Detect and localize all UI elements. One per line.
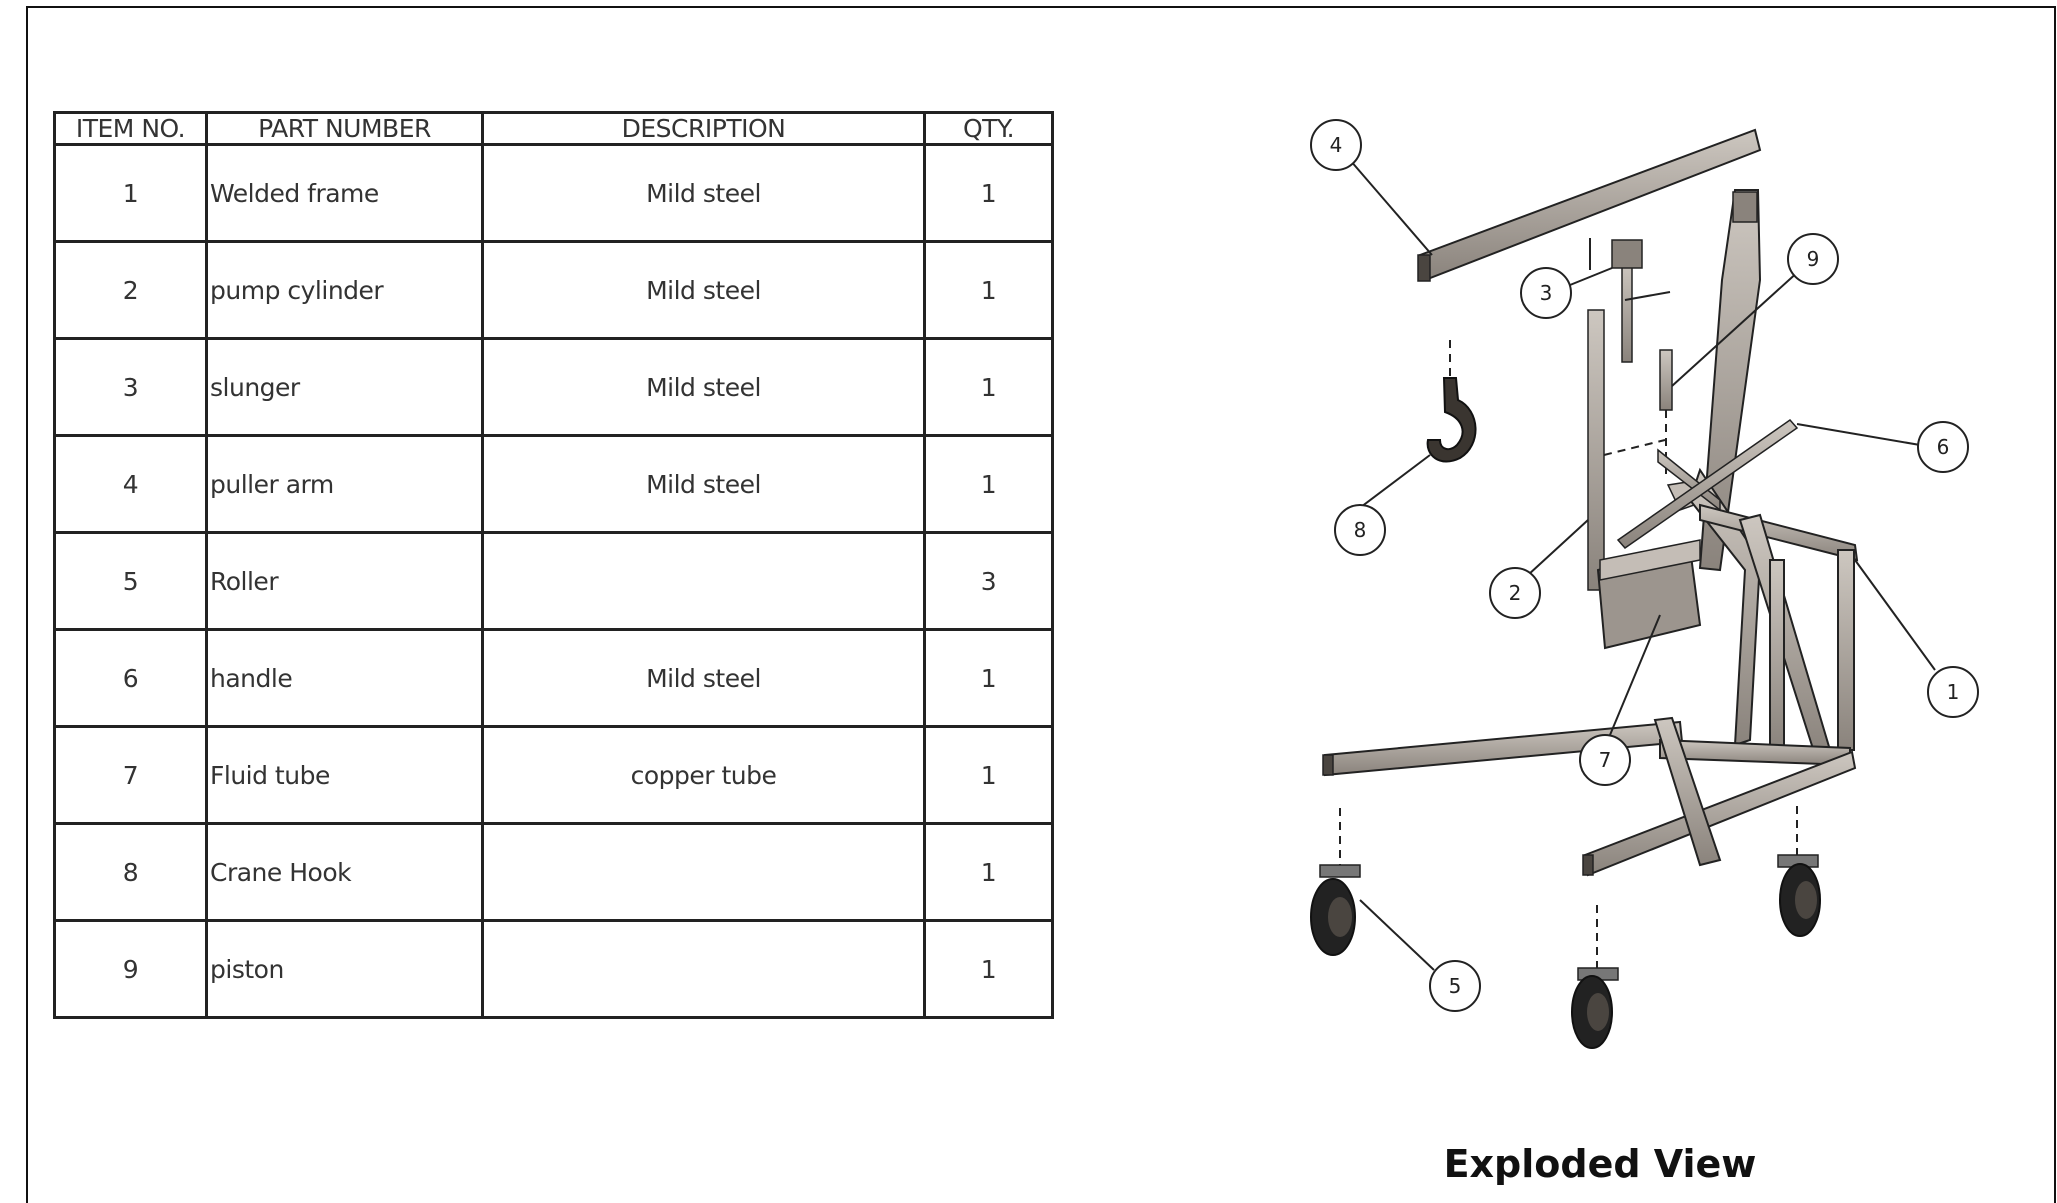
header-item-no: ITEM NO.: [53, 111, 208, 146]
qty-cell: 1: [923, 240, 1054, 340]
pump-cylinder-part: [1587, 309, 1666, 591]
item-no-cell: 5: [53, 531, 208, 631]
item-no-cell: 9: [53, 919, 208, 1019]
part-number-cell: Welded frame: [205, 143, 484, 243]
part-number-cell: pump cylinder: [205, 240, 484, 340]
item-no-cell: 4: [53, 434, 208, 534]
item-no-cell: 7: [53, 725, 208, 825]
balloon-4: 4: [1310, 119, 1362, 171]
table-header-row: ITEM NO. PART NUMBER DESCRIPTION QTY.: [53, 111, 1054, 146]
view-title: Exploded View: [1443, 1142, 1757, 1186]
roller-wheel: [1777, 806, 1821, 937]
item-no-cell: 2: [53, 240, 208, 340]
qty-cell: 1: [923, 143, 1054, 243]
part-number-cell: Fluid tube: [205, 725, 484, 825]
balloon-label: 1: [1947, 680, 1960, 704]
header-part-number: PART NUMBER: [205, 111, 484, 146]
welded-frame-part: [1322, 189, 1859, 877]
qty-cell: 1: [923, 919, 1054, 1019]
drawing-sheet-border: [26, 6, 2056, 1203]
puller-arm-part: [1417, 128, 1762, 282]
balloon-label: 4: [1330, 133, 1343, 157]
balloon-label: 6: [1937, 435, 1950, 459]
qty-cell: 1: [923, 628, 1054, 728]
description-cell: copper tube: [481, 725, 926, 825]
description-cell: Mild steel: [481, 240, 926, 340]
balloon-label: 7: [1599, 748, 1612, 772]
balloon-label: 5: [1449, 974, 1462, 998]
qty-cell: 1: [923, 337, 1054, 437]
part-number-cell: puller arm: [205, 434, 484, 534]
description-cell: Mild steel: [481, 143, 926, 243]
piston-part: [1659, 349, 1673, 475]
balloon-label: 9: [1807, 247, 1820, 271]
description-cell: Mild steel: [481, 337, 926, 437]
item-no-cell: 8: [53, 822, 208, 922]
pump-body-part: [1596, 539, 1702, 650]
balloon-label: 2: [1509, 581, 1522, 605]
qty-cell: 1: [923, 725, 1054, 825]
description-cell: [481, 919, 926, 1019]
description-cell: [481, 531, 926, 631]
balloon-2: 2: [1489, 567, 1541, 619]
item-no-cell: 1: [53, 143, 208, 243]
balloon-label: 3: [1540, 281, 1553, 305]
balloon-9: 9: [1787, 233, 1839, 285]
leader-lines: [1349, 159, 1936, 971]
qty-cell: 1: [923, 434, 1054, 534]
part-number-cell: piston: [205, 919, 484, 1019]
balloon-8: 8: [1334, 504, 1386, 556]
exploded-view-drawing: 4 3 9 6 8 2 1 7 5: [1310, 119, 1979, 1049]
balloon-5: 5: [1429, 960, 1481, 1012]
balloon-1: 1: [1927, 666, 1979, 718]
balloon-label: 8: [1354, 518, 1367, 542]
slunger-part: [1589, 238, 1671, 363]
qty-cell: 3: [923, 531, 1054, 631]
header-description: DESCRIPTION: [481, 111, 926, 146]
description-cell: [481, 822, 926, 922]
balloon-3: 3: [1520, 267, 1572, 319]
header-qty: QTY.: [923, 111, 1054, 146]
description-cell: Mild steel: [481, 628, 926, 728]
part-number-cell: Crane Hook: [205, 822, 484, 922]
part-number-cell: handle: [205, 628, 484, 728]
part-number-cell: Roller: [205, 531, 484, 631]
balloon-7: 7: [1579, 734, 1631, 786]
description-cell: Mild steel: [481, 434, 926, 534]
item-no-cell: 6: [53, 628, 208, 728]
item-no-cell: 3: [53, 337, 208, 437]
part-number-cell: slunger: [205, 337, 484, 437]
balloon-6: 6: [1917, 421, 1969, 473]
roller-wheel: [1310, 808, 1361, 956]
roller-wheel: [1571, 905, 1619, 1049]
qty-cell: 1: [923, 822, 1054, 922]
handle-part: [1616, 419, 1799, 549]
crane-hook-part: [1426, 340, 1477, 463]
